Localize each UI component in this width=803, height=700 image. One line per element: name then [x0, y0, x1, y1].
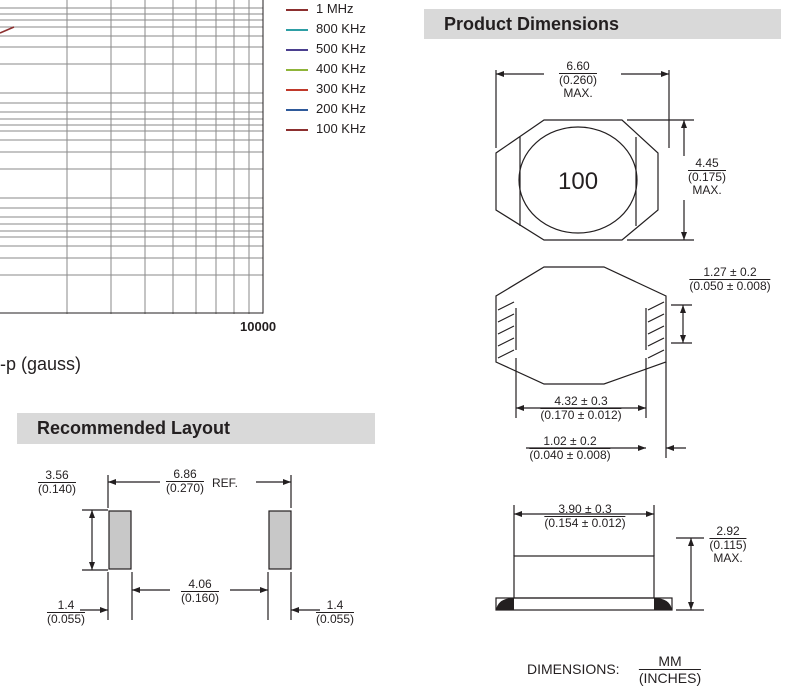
pad-gap-dimension: 4.06 (0.160): [180, 577, 220, 605]
terminal-width-dimension: 1.27 ± 0.2 (0.050 ± 0.008): [689, 265, 771, 293]
solder-pad-left: [108, 510, 132, 570]
recommended-layout-drawing: [80, 475, 320, 620]
ref-note: REF.: [212, 476, 239, 490]
top-view-drawing: [495, 70, 694, 241]
x-tick-label: 10000: [240, 319, 277, 334]
legend-swatch-300khz: [286, 89, 308, 91]
body-length-dimension: 4.32 ± 0.3 (0.170 ± 0.012): [540, 394, 622, 422]
legend-swatch-200khz: [286, 109, 308, 111]
width-dimension: 6.60 (0.260) MAX.: [558, 59, 598, 100]
legend-swatch-1mhz: [286, 9, 308, 11]
thickness-dimension: 2.92 (0.115) MAX.: [709, 524, 747, 565]
pad-width-left-dimension: 1.4 (0.055): [46, 598, 86, 626]
legend-swatch-100khz: [286, 129, 308, 131]
section-title: Recommended Layout: [37, 418, 231, 438]
legend: 1 MHz 800 KHz 500 KHz 400 KHz 300 KHz 20…: [0, 0, 380, 140]
legend-swatch-800khz: [286, 29, 308, 31]
units-fraction: MM (INCHES): [638, 653, 702, 686]
series-1mhz-curve: [0, 26, 15, 34]
recommended-layout-header: Recommended Layout: [17, 413, 375, 444]
overall-width-dimension: 6.86 (0.270): [165, 467, 205, 495]
side-view-drawing: [495, 505, 704, 611]
product-dimensions-header: Product Dimensions: [424, 9, 781, 39]
solder-pad-right: [268, 510, 292, 570]
pad-height-dimension: 3.56 (0.140): [37, 468, 77, 496]
top-width-dimension: 3.90 ± 0.3 (0.154 ± 0.012): [544, 502, 626, 530]
units-label: DIMENSIONS:: [527, 661, 620, 677]
core-loss-graph: [0, 0, 264, 314]
pad-width-right-dimension: 1.4 (0.055): [315, 598, 355, 626]
legend-swatch-400khz: [286, 69, 308, 71]
part-marking: 100: [558, 168, 599, 195]
terminal-offset-dimension: 1.02 ± 0.2 (0.040 ± 0.008): [529, 434, 611, 462]
height-dimension: 4.45 (0.175) MAX.: [687, 156, 727, 197]
x-axis-label: -p (gauss): [0, 354, 82, 374]
legend-swatch-500khz: [286, 49, 308, 51]
section-title: Product Dimensions: [444, 14, 620, 34]
